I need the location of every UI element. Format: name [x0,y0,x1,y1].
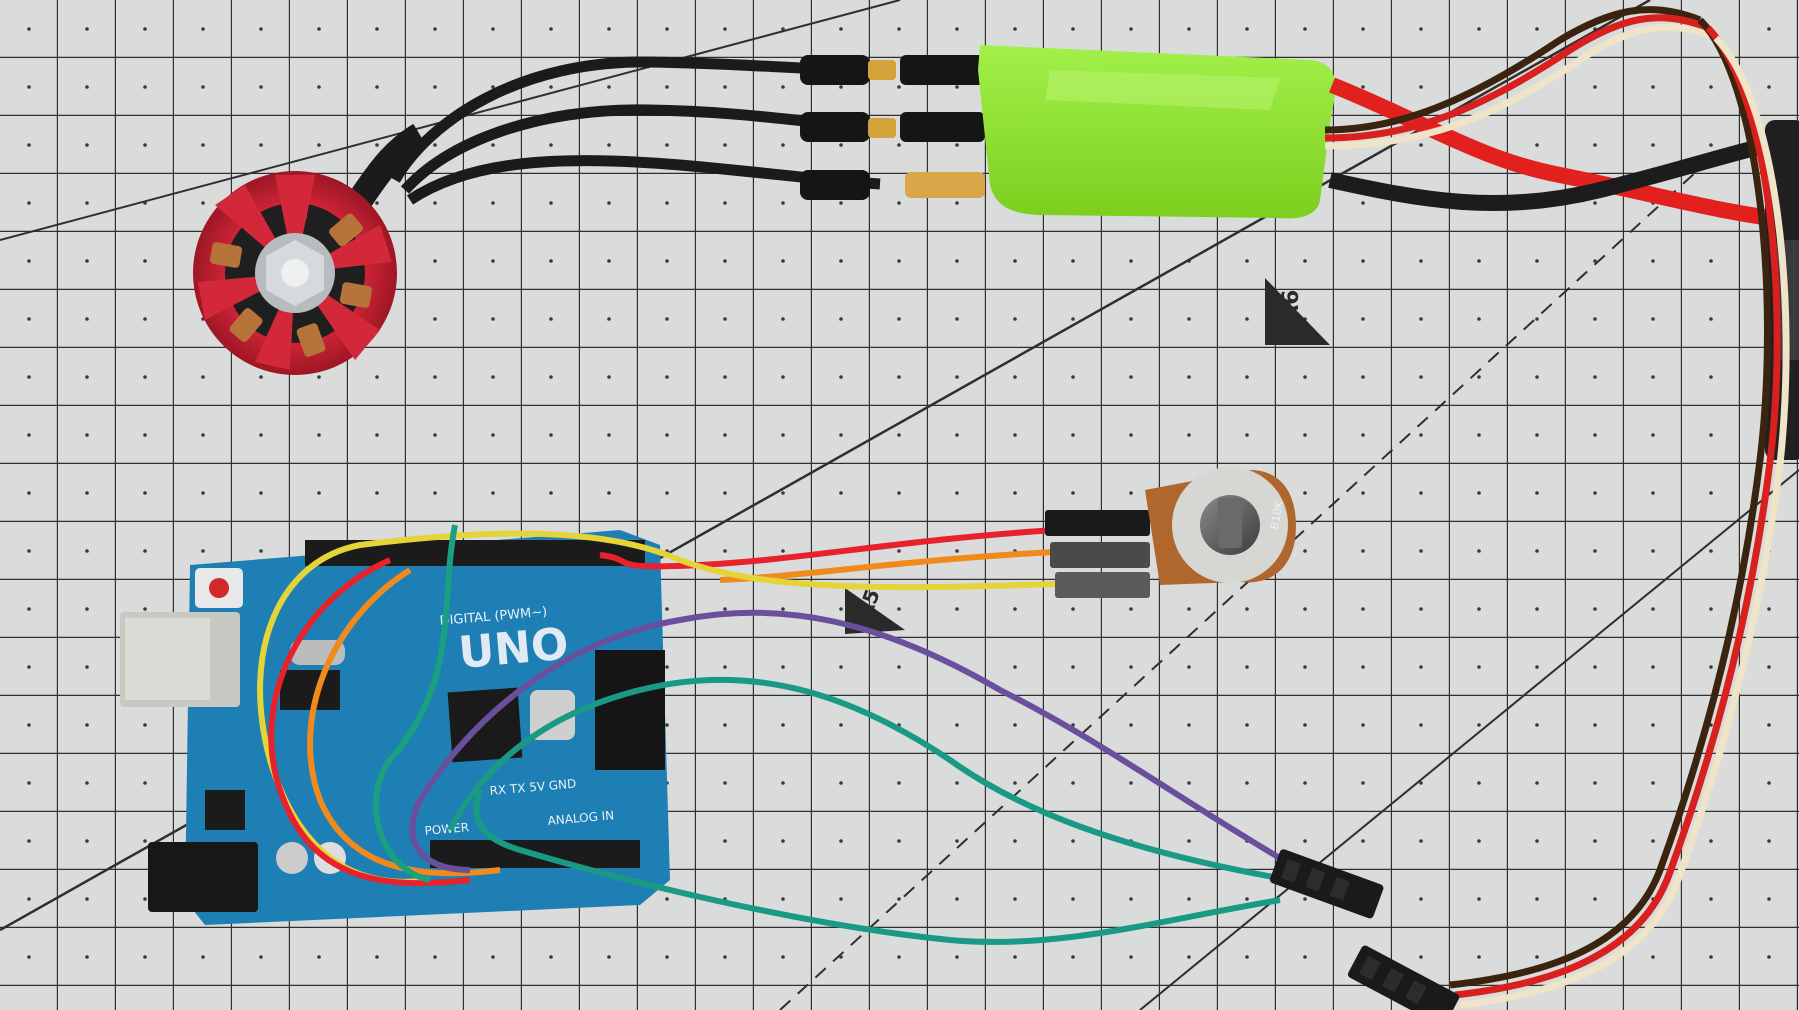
motor-shaft [281,259,309,287]
pot-connector [1045,510,1150,536]
esc-power-wire-black [1328,132,1792,212]
mat-marker-a6: A6 [1265,278,1330,345]
crystal-2 [530,690,575,740]
jumper-wire-teal [473,789,1281,945]
analog-in-label: ANALOG IN [547,808,615,828]
servo-wire-white [1459,35,1790,1009]
icsp-header [595,650,665,770]
bullet-connector-gold [905,172,985,198]
servo-wire-red [1454,25,1781,999]
signal-connector [1269,849,1384,919]
bullet-connector [800,55,870,85]
jumper-wire-red [599,527,1056,570]
pot-connector [1050,542,1150,568]
diagonal-line [1139,469,1799,1010]
mat-label-a6: A6 [1279,290,1304,322]
motor-heatshrink [349,123,427,208]
pot-connector [1055,572,1150,598]
servo-lead [1347,17,1790,1010]
bullet-connector-gold [868,118,896,138]
capacitor [276,842,308,874]
servo-wire-brown [1449,17,1771,989]
bullet-connector [800,112,870,142]
bullet-connector [800,170,870,200]
regulator-chip [205,790,245,830]
jumper-wire-green-board [373,524,458,883]
servo-connector [1347,945,1460,1010]
brushless-motor [193,123,427,375]
bullet-connector-gold [868,60,896,80]
power-jack [148,842,258,912]
pot-value-label: B10K [1268,499,1286,530]
usb-chip [280,670,340,710]
esc-controller [390,6,1792,228]
jumper-wire-purple [409,609,1302,873]
power-label: POWER [424,820,470,838]
jumper-wire-green [447,676,1291,883]
jumper-wires [257,524,1302,945]
potentiometer: B10K [1045,467,1296,598]
esc-body [978,45,1336,219]
